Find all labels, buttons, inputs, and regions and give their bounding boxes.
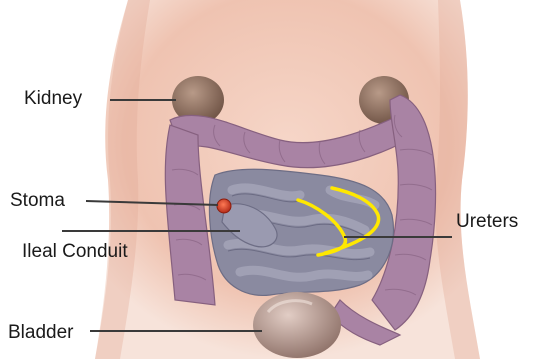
ileal-conduit-label: Ileal Conduit: [22, 241, 128, 263]
ureters-label: Ureters: [456, 211, 518, 233]
stoma-label: Stoma: [10, 190, 65, 212]
stoma: [217, 199, 231, 213]
kidney-label: Kidney: [24, 88, 82, 110]
bladder-label: Bladder: [8, 322, 74, 344]
